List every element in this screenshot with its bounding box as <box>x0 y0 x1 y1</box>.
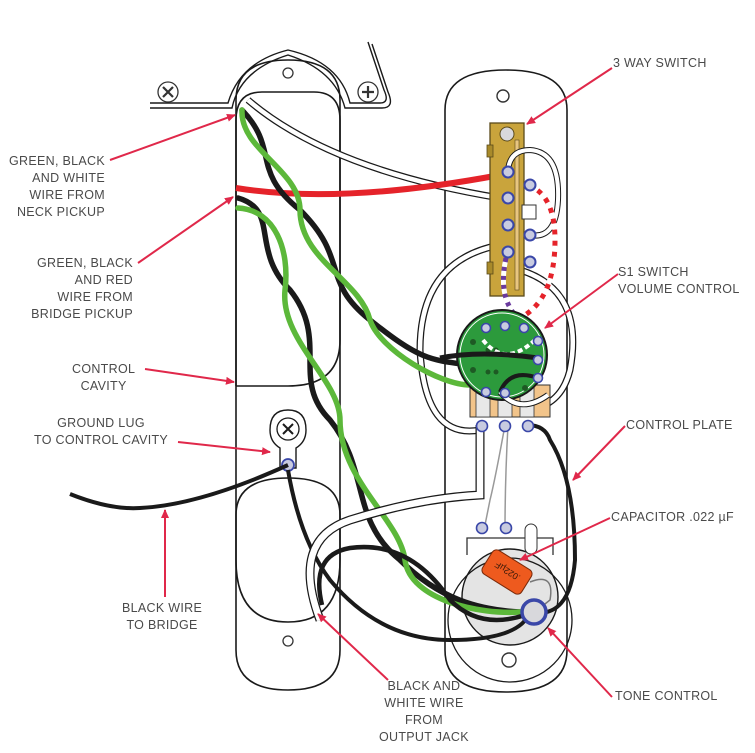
label-line: CAPACITOR .022 µF <box>611 510 734 524</box>
black-wire-to-bridge <box>69 463 289 511</box>
black-loop-wire <box>526 423 578 615</box>
label-line: FROM <box>404 713 443 727</box>
ground-black-wire <box>286 469 532 643</box>
callout-arrows <box>109 67 626 698</box>
tone-pot-lug-empty <box>524 523 538 555</box>
bridge-twisted-pair <box>235 195 523 616</box>
mount-hole <box>496 89 510 103</box>
mount-hole <box>282 635 294 647</box>
label-control-cavity: CONTROL CAVITY <box>72 361 135 395</box>
label-line: VOLUME CONTROL <box>618 282 740 296</box>
label-line: AND WHITE <box>32 171 105 185</box>
arrow-control-plate <box>572 425 626 481</box>
label-line: GROUND LUG <box>57 416 145 430</box>
arrow-bridge-pickup <box>137 196 234 264</box>
volume-pot-lugs <box>475 320 544 433</box>
screw-icon <box>157 81 179 103</box>
output-jack-wire <box>305 425 526 623</box>
bridge-red-wire <box>235 172 501 198</box>
label-line: S1 SWITCH <box>618 265 689 279</box>
label-line: BLACK WIRE <box>122 601 203 615</box>
pickguard-edge <box>150 41 392 109</box>
label-neck-pickup: GREEN, BLACK AND WHITE WIRE FROM NECK PI… <box>9 153 105 221</box>
label-line: WIRE FROM <box>29 188 105 202</box>
control-cavity <box>235 59 341 691</box>
label-tone-control: TONE CONTROL <box>615 688 718 705</box>
label-line: WIRE FROM <box>57 290 133 304</box>
neck-white-wire <box>245 97 501 202</box>
label-line: TO BRIDGE <box>126 618 198 632</box>
arrow-tone-control <box>547 627 613 698</box>
arrow-capacitor <box>519 517 611 561</box>
arrow-control-cavity <box>144 368 235 385</box>
label-bridge-pickup: GREEN, BLACK AND RED WIRE FROM BRIDGE PI… <box>31 255 133 323</box>
label-three-way-switch: 3 WAY SWITCH <box>613 55 707 72</box>
tone-pot-lugs <box>475 521 513 535</box>
white-thin-wire <box>504 424 509 531</box>
label-line: GREEN, BLACK <box>37 256 133 270</box>
neck-twisted-pair <box>239 107 473 388</box>
label-line: WHITE WIRE <box>384 696 464 710</box>
label-line: OUTPUT JACK <box>379 730 469 744</box>
label-line: GREEN, BLACK <box>9 154 105 168</box>
label-line: CONTROL PLATE <box>626 418 733 432</box>
label-volume-control: S1 SWITCH VOLUME CONTROL <box>618 264 740 298</box>
white-thin-wire <box>483 424 506 531</box>
mount-hole <box>282 67 294 79</box>
ground-lug <box>269 409 307 472</box>
label-line: BLACK AND <box>387 679 461 693</box>
arrow-three-way-switch <box>526 67 613 125</box>
tone-pot-shaft <box>520 598 548 626</box>
label-line: NECK PICKUP <box>16 205 105 219</box>
screw-icon <box>357 81 379 103</box>
mount-hole <box>501 652 517 668</box>
label-line: CONTROL <box>72 362 136 376</box>
three-way-switch <box>486 122 537 297</box>
arrow-volume-control <box>544 273 619 329</box>
label-line: BRIDGE PICKUP <box>31 307 133 321</box>
label-line: TO CONTROL CAVITY <box>34 433 169 447</box>
capacitor: .022µF <box>481 549 533 595</box>
label-ground-lug: GROUND LUG TO CONTROL CAVITY <box>34 415 168 449</box>
label-black-wire-bridge: BLACK WIRE TO BRIDGE <box>122 600 202 634</box>
capacitor-lead <box>529 578 552 613</box>
arrow-ground-lug <box>177 441 271 456</box>
switch-solder-lugs <box>501 165 537 269</box>
label-line: TONE CONTROL <box>615 689 718 703</box>
label-line: CAVITY <box>80 379 127 393</box>
label-line: AND RED <box>74 273 133 287</box>
label-control-plate: CONTROL PLATE <box>626 417 733 434</box>
label-line: 3 WAY SWITCH <box>613 56 707 70</box>
label-capacitor: CAPACITOR .022 µF <box>611 509 734 526</box>
arrow-neck-pickup <box>109 113 236 161</box>
label-output-jack: BLACK AND WHITE WIRE FROM OUTPUT JACK <box>379 678 469 746</box>
arrow-output-jack <box>317 613 389 681</box>
